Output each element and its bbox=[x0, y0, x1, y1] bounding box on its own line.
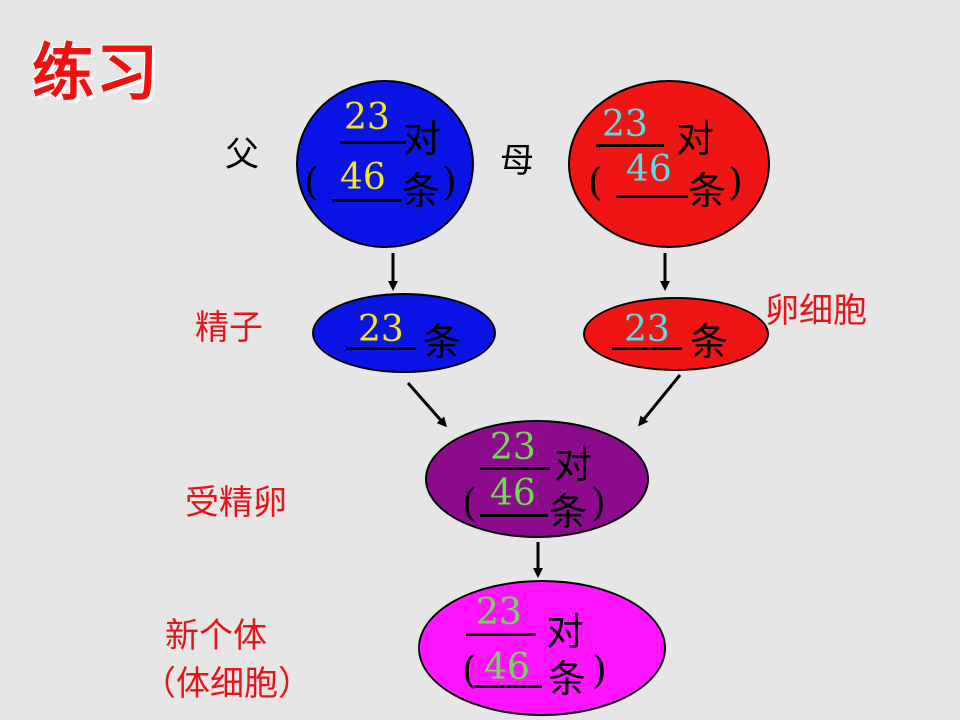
sperm-strand-unit: 条 bbox=[423, 320, 462, 364]
individual-pairs-value: 23 bbox=[476, 592, 522, 633]
arrow-sperm-zygote bbox=[406, 382, 447, 428]
father-open-paren: ( bbox=[304, 160, 319, 204]
label-new-individual: 新个体 bbox=[165, 616, 267, 656]
individual-close-paren: ) bbox=[592, 648, 607, 692]
father-pair-unit: 对 bbox=[403, 117, 442, 161]
individual-pair-unit: 对 bbox=[546, 610, 585, 654]
label-egg: 卵细胞 bbox=[765, 291, 867, 331]
individual-strand-unit: 条 bbox=[548, 657, 587, 701]
zygote-close-paren: ) bbox=[591, 481, 606, 525]
zygote-pair-unit: 对 bbox=[554, 443, 593, 487]
mother-ellipse bbox=[568, 80, 770, 248]
zygote-count-blank bbox=[480, 514, 548, 517]
sperm-ellipse bbox=[312, 293, 496, 373]
father-ellipse bbox=[296, 80, 474, 248]
label-zygote: 受精卵 bbox=[185, 483, 287, 523]
label-sperm: 精子 bbox=[195, 308, 263, 348]
label-body-cell: （体细胞） bbox=[142, 664, 312, 704]
sperm-count-blank bbox=[346, 347, 416, 350]
father-close-paren: ) bbox=[442, 160, 457, 204]
zygote-ellipse bbox=[425, 420, 649, 538]
father-pairs-blank bbox=[340, 141, 406, 144]
zygote-pairs-value: 23 bbox=[490, 427, 536, 468]
zygote-pairs-blank bbox=[480, 467, 550, 470]
sperm-count-value: 23 bbox=[358, 309, 404, 350]
zygote-strand-unit: 条 bbox=[549, 490, 588, 534]
individual-pairs-blank bbox=[466, 633, 536, 636]
mother-close-paren: ) bbox=[728, 160, 743, 204]
mother-open-paren: ( bbox=[588, 160, 603, 204]
father-count-blank bbox=[332, 199, 402, 202]
zygote-open-paren: ( bbox=[462, 481, 477, 525]
zygote-count-value: 46 bbox=[490, 473, 536, 514]
egg-strand-unit: 条 bbox=[690, 320, 729, 364]
father-pairs-value: 23 bbox=[344, 97, 390, 138]
mother-pairs-blank bbox=[596, 144, 664, 147]
page-title: 练习 bbox=[32, 36, 161, 109]
individual-ellipse bbox=[418, 580, 666, 716]
label-father: 父 bbox=[225, 135, 259, 175]
mother-count-blank bbox=[616, 195, 688, 198]
mother-strand-unit: 条 bbox=[688, 169, 727, 213]
label-mother: 母 bbox=[500, 141, 534, 181]
egg-ellipse bbox=[583, 297, 769, 371]
egg-count-blank bbox=[612, 347, 682, 350]
mother-count-value: 46 bbox=[626, 149, 672, 190]
egg-count-value: 23 bbox=[624, 309, 670, 350]
individual-count-value: 46 bbox=[484, 647, 530, 688]
arrow-egg-zygote bbox=[638, 374, 682, 427]
father-strand-unit: 条 bbox=[402, 169, 441, 213]
father-count-value: 46 bbox=[340, 157, 386, 198]
individual-count-blank bbox=[474, 685, 542, 688]
mother-pairs-value: 23 bbox=[602, 104, 648, 145]
mother-pair-unit: 对 bbox=[676, 117, 715, 161]
individual-open-paren: ( bbox=[462, 648, 477, 692]
